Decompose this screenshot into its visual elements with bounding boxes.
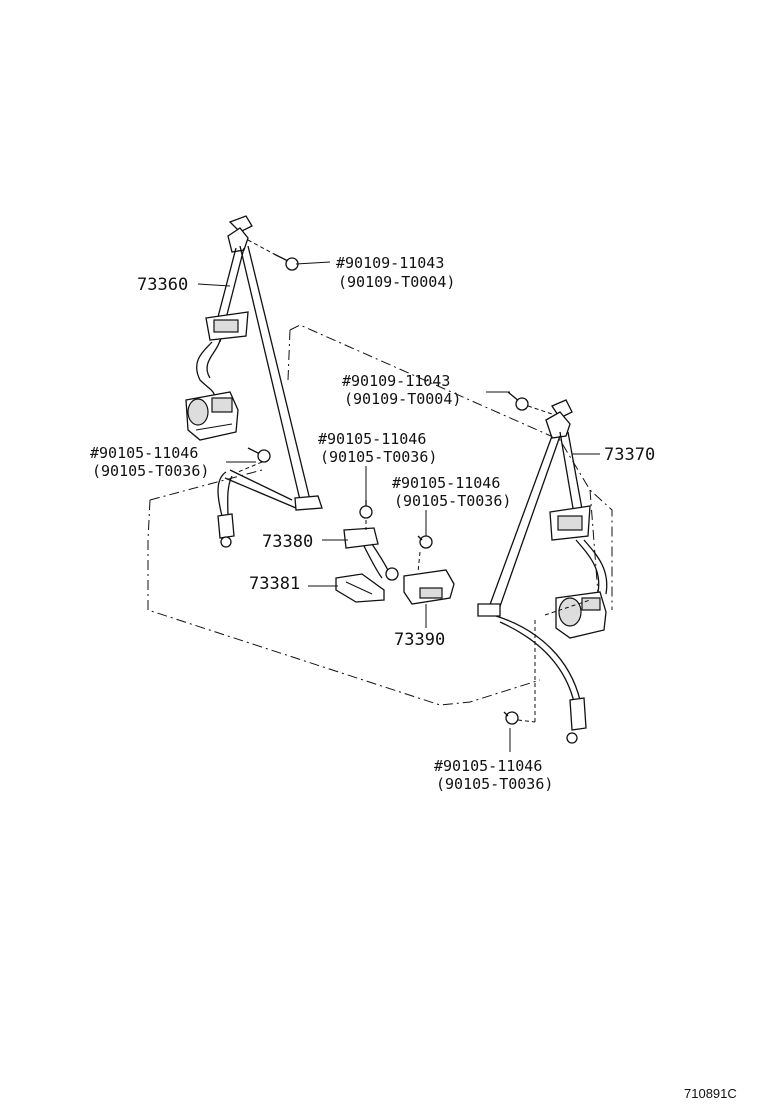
part-label-73380: 73380 [262, 532, 313, 552]
part-label-73370: 73370 [604, 445, 655, 465]
ref-label-bottom-alt: (90105-T0036) [436, 775, 553, 793]
ref-label-top-left-alt: (90109-T0004) [338, 273, 455, 291]
ref-label-center-right-alt: (90105-T0036) [394, 492, 511, 510]
center-buckle-73380 [343, 527, 399, 581]
ref-label-center: #90105-11046 [318, 430, 426, 448]
bolt-icon-top-left [247, 239, 299, 271]
buckle-73390 [403, 569, 455, 605]
bracket-73381 [335, 573, 385, 603]
bolt-icon-center-right [417, 535, 433, 573]
ref-label-left: #90105-11046 [90, 444, 198, 462]
part-label-73381: 73381 [249, 574, 300, 594]
ref-label-bottom: #90105-11046 [434, 757, 542, 775]
ref-label-top-left: #90109-11043 [336, 254, 444, 272]
figure-code: 710891C [684, 1086, 737, 1101]
leader-lines [197, 261, 600, 752]
part-label-73360: 73360 [137, 275, 188, 295]
bolt-icon-top-right [507, 391, 553, 415]
ref-label-center-alt: (90105-T0036) [320, 448, 437, 466]
ref-label-top-right: #90109-11043 [342, 372, 450, 390]
bolt-icon-center [359, 500, 373, 530]
left-seat-belt-assembly [185, 215, 323, 548]
ref-label-top-right-alt: (90109-T0004) [344, 390, 461, 408]
right-seat-belt-assembly [477, 399, 608, 744]
bolt-icon-bottom [503, 711, 536, 725]
part-label-73390: 73390 [394, 630, 445, 650]
ref-label-center-right: #90105-11046 [392, 474, 500, 492]
bolt-icon-left [237, 447, 271, 473]
ref-label-left-alt: (90105-T0036) [92, 462, 209, 480]
